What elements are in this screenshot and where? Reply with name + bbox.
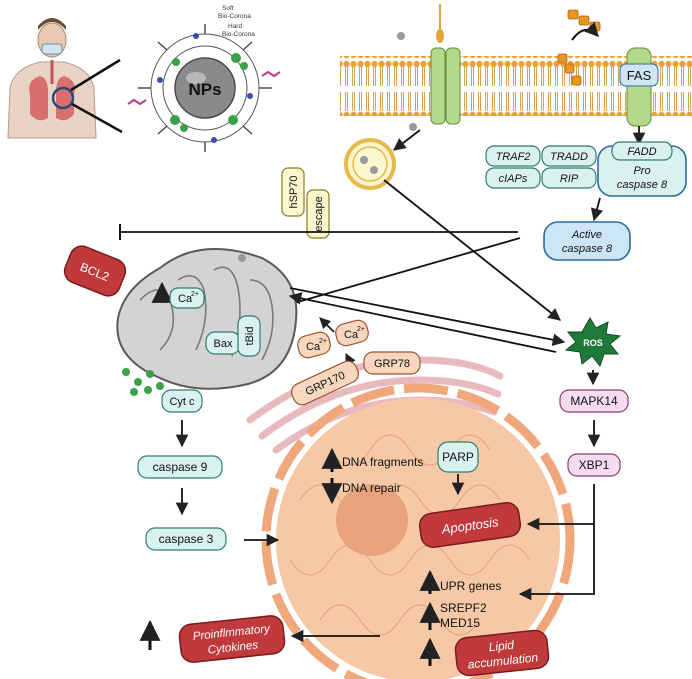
ros-label: ROS	[583, 338, 603, 348]
bax-label: Bax	[214, 338, 233, 350]
bax-node: Bax	[205, 331, 241, 355]
caspase3-node: caspase 3	[145, 527, 227, 551]
fas-complex: TRAF2 TRADD cIAPs RIP FADD Pro caspase 8	[485, 141, 687, 197]
srepf2-row: SREPF2 MED15	[419, 601, 487, 630]
hsp70-label: hSP70	[288, 175, 300, 208]
med15-label: MED15	[440, 616, 480, 630]
tbid-label: tBid	[244, 327, 256, 346]
caspase9-label: caspase 9	[153, 460, 208, 474]
ciaps-label: cIAPs	[499, 173, 528, 185]
ca2-er-label-2: Ca	[344, 329, 359, 341]
nps-label: NPs	[188, 80, 221, 99]
endosome	[344, 138, 396, 190]
escape-label: escape	[313, 196, 325, 231]
tbid-node: tBid	[237, 315, 261, 357]
grp78-node: GRP78	[363, 351, 421, 375]
ca2-mito-node: Ca 2+	[169, 287, 205, 309]
lipid-accumulation-node: Lipid accumulation	[454, 629, 550, 677]
cytokines-label-2: Cytokines	[207, 639, 259, 656]
fas-label: FAS	[627, 68, 652, 83]
grp78-label: GRP78	[374, 358, 410, 370]
dna-fragments-label: DNA fragments	[342, 455, 423, 469]
ca2-mito-sup: 2+	[191, 291, 199, 298]
active-caspase8-node: Active caspase 8	[543, 221, 631, 261]
cytc-label: Cyt c	[169, 396, 195, 408]
hard-corona-label-2: Bio-Corona	[222, 31, 255, 38]
caspase3-label: caspase 3	[159, 532, 214, 546]
fadd-label: FADD	[627, 146, 656, 158]
bcl2-node: BCL2	[63, 245, 127, 297]
nucleus	[261, 383, 575, 679]
soft-corona-label-2: Bio-Corona	[218, 13, 251, 20]
cytc-node: Cyt c	[161, 389, 203, 413]
cytokines-node: Proinflmmatory Cytokines	[178, 615, 286, 663]
ca2-er-node-1: Ca 2+	[297, 331, 331, 359]
ros-burst-icon: ROS	[564, 317, 622, 368]
pro-caspase8-label: Pro	[633, 165, 650, 177]
parp-label: PARP	[442, 450, 474, 464]
person-lungs-icon	[7, 18, 123, 139]
ca2-mito-label: Ca	[178, 293, 193, 305]
ca2-er-label-1: Ca	[306, 341, 321, 353]
dna-fragments-row: DNA fragments	[321, 447, 423, 472]
caspase9-node: caspase 9	[137, 455, 223, 479]
nanoparticle-icon: NPs Soft Bio-Corona Hard Bio-Corona	[127, 5, 281, 152]
cell-membrane: FAS	[340, 4, 692, 131]
ca2-er-sup-1: 2+	[319, 338, 327, 345]
mitochondrion	[116, 248, 298, 396]
hard-corona-label: Hard	[228, 23, 242, 30]
lipid-label: Lipid	[488, 638, 515, 655]
upr-genes-row: UPR genes	[419, 569, 501, 594]
parp-node: PARP	[437, 441, 479, 473]
active-caspase8-label: Active	[571, 229, 602, 241]
traf2-label: TRAF2	[496, 151, 531, 163]
rip-label: RIP	[560, 173, 579, 185]
srepf2-label: SREPF2	[440, 601, 487, 615]
active-caspase8-label-2: caspase 8	[562, 243, 613, 255]
tradd-label: TRADD	[550, 151, 588, 163]
mapk14-label: MAPK14	[570, 394, 618, 408]
upr-genes-label: UPR genes	[440, 579, 501, 593]
xbp1-label: XBP1	[579, 458, 610, 472]
pro-caspase8-label-2: caspase 8	[617, 179, 668, 191]
apoptosis-node: Apoptosis	[418, 502, 522, 548]
dna-repair-row: DNA repair	[321, 478, 401, 505]
xbp1-node: XBP1	[567, 453, 621, 477]
dna-repair-label: DNA repair	[342, 481, 401, 495]
mapk14-node: MAPK14	[559, 389, 629, 413]
ca2-er-node-2: Ca 2+	[335, 319, 369, 347]
escape-node: escape	[306, 189, 330, 239]
ca2-er-sup-2: 2+	[357, 326, 365, 333]
hsp70-node: hSP70	[281, 167, 305, 217]
soft-corona-label: Soft	[222, 5, 234, 12]
